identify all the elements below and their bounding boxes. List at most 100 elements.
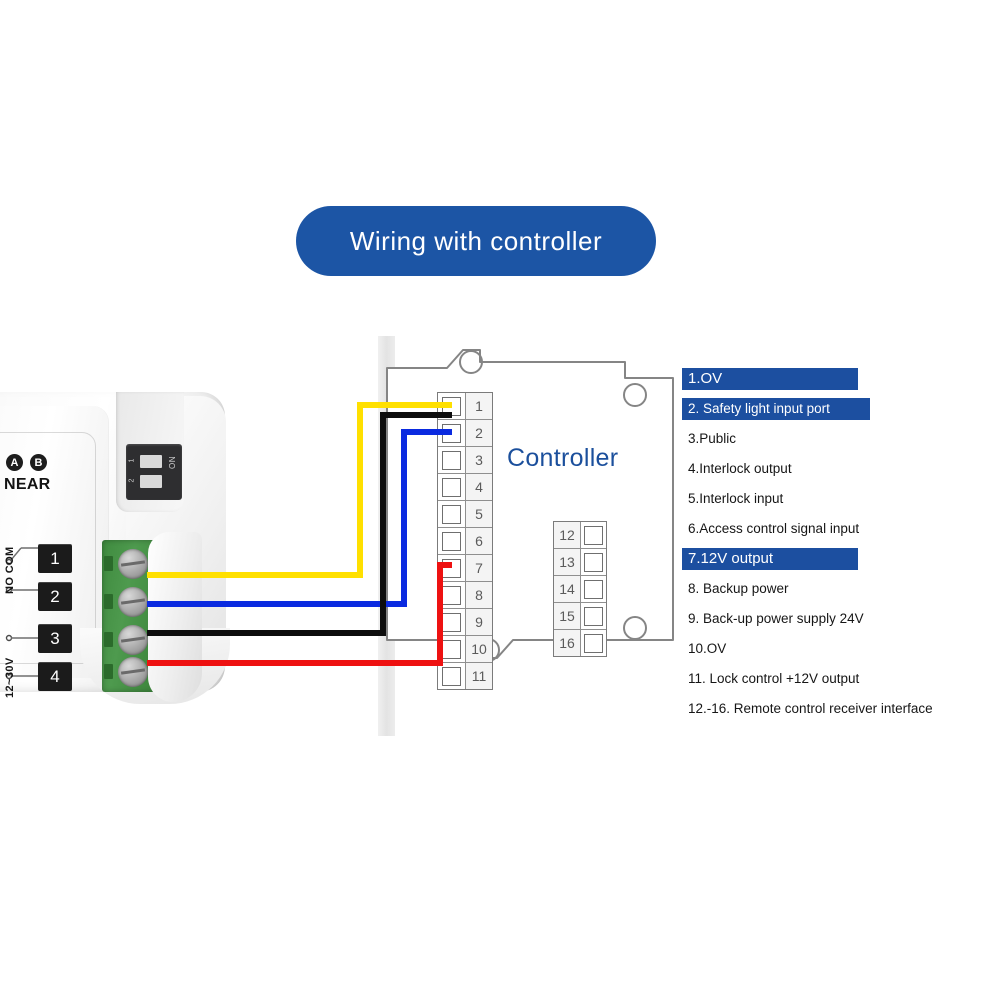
terminal-row[interactable]: 13 (554, 549, 606, 576)
terminal-socket-9[interactable] (438, 609, 466, 635)
terminal-row[interactable]: 5 (438, 501, 492, 528)
terminal-row[interactable]: 16 (554, 630, 606, 656)
mount-hole-right (623, 383, 647, 407)
terminal-socket-4[interactable] (438, 474, 466, 500)
legend-row: 1.OV (682, 368, 982, 398)
legend-row: 11. Lock control +12V output (682, 668, 982, 698)
switch-marker-b: B (30, 454, 47, 471)
screw-terminal-2[interactable] (118, 587, 148, 617)
mount-hole-bottom-right (623, 616, 647, 640)
legend-item-1: 1.OV (682, 368, 858, 390)
terminal-socket-7[interactable] (438, 555, 466, 581)
legend-row: 7.12V output (682, 548, 982, 578)
terminal-row[interactable]: 3 (438, 447, 492, 474)
legend-item-8: 8. Backup power (688, 581, 789, 596)
terminal-number-11: 11 (466, 663, 492, 689)
terminal-socket-15[interactable] (581, 603, 606, 629)
terminal-row[interactable]: 4 (438, 474, 492, 501)
screw-terminal-1[interactable] (118, 549, 148, 579)
legend-item-9: 9. Back-up power supply 24V (688, 611, 864, 626)
legend-item-11: 11. Lock control +12V output (688, 671, 860, 686)
terminal-row[interactable]: 1 (438, 393, 492, 420)
terminal-socket-11[interactable] (438, 663, 466, 689)
terminal-row[interactable]: 2 (438, 420, 492, 447)
legend-row: 8. Backup power (682, 578, 982, 608)
legend-row: 2. Safety light input port (682, 398, 982, 428)
terminal-number-10: 10 (466, 636, 492, 662)
dip-switch-block[interactable]: ON 1 2 (126, 444, 182, 500)
controller-terminal-strip-main: 1 2 3 4 5 6 7 8 9 10 11 (437, 392, 493, 690)
legend-row: 3.Public (682, 428, 982, 458)
mount-hole-top (459, 350, 483, 374)
legend-row: 6.Access control signal input (682, 518, 982, 548)
near-label: NEAR (4, 476, 51, 493)
legend-item-10: 10.OV (688, 641, 727, 656)
terminal-socket-13[interactable] (581, 549, 606, 575)
terminal-notch-2 (104, 594, 113, 609)
terminal-number-5: 5 (466, 501, 492, 527)
terminal-socket-14[interactable] (581, 576, 606, 602)
terminal-socket-8[interactable] (438, 582, 466, 608)
terminal-socket-10[interactable] (438, 636, 466, 662)
terminal-number-14: 14 (554, 576, 581, 602)
terminal-number-16: 16 (554, 630, 581, 656)
terminal-row[interactable]: 7 (438, 555, 492, 582)
sensor-pad-2[interactable]: 2 (38, 582, 72, 611)
legend-item-12: 12.-16. Remote control receiver interfac… (688, 701, 933, 716)
title-banner: Wiring with controller (296, 206, 656, 276)
terminal-number-12: 12 (554, 522, 581, 548)
switch-marker-a: A (6, 454, 23, 471)
legend-row: 10.OV (682, 638, 982, 668)
terminal-socket-5[interactable] (438, 501, 466, 527)
terminal-row[interactable]: 9 (438, 609, 492, 636)
legend-row: 12.-16. Remote control receiver interfac… (682, 698, 982, 728)
page-title: Wiring with controller (349, 225, 603, 256)
controller-label: Controller (507, 444, 619, 472)
terminal-number-7: 7 (466, 555, 492, 581)
terminal-socket-12[interactable] (581, 522, 606, 548)
legend-item-4: 4.Interlock output (688, 461, 792, 476)
screw-terminal-4[interactable] (118, 657, 148, 687)
terminal-number-2: 2 (466, 420, 492, 446)
dip-slot-2[interactable] (140, 475, 162, 488)
terminal-socket-2[interactable] (438, 420, 466, 446)
legend-item-2: 2. Safety light input port (682, 398, 870, 420)
screw-terminal-3[interactable] (118, 625, 148, 655)
legend-item-3: 3.Public (688, 431, 737, 446)
terminal-row[interactable]: 15 (554, 603, 606, 630)
dip-slot-1[interactable] (140, 455, 162, 468)
legend-row: 9. Back-up power supply 24V (682, 608, 982, 638)
terminal-row[interactable]: 14 (554, 576, 606, 603)
legend-panel: 1.OV 2. Safety light input port 3.Public… (682, 368, 982, 728)
label-no-com: NO COM (4, 546, 16, 594)
terminal-number-9: 9 (466, 609, 492, 635)
legend-item-6: 6.Access control signal input (688, 521, 860, 536)
sensor-device: ON 1 2 1 2 A B NEAR NO COM 12~30V 1 2 3 … (0, 392, 230, 712)
terminal-row[interactable]: 11 (438, 663, 492, 689)
relay-contact-diagram (5, 547, 40, 680)
terminal-number-1: 1 (466, 393, 492, 419)
sensor-pad-1[interactable]: 1 (38, 544, 72, 573)
terminal-socket-1[interactable] (438, 393, 466, 419)
terminal-socket-6[interactable] (438, 528, 466, 554)
dip-number-2: 2 (128, 478, 136, 483)
terminal-row[interactable]: 10 (438, 636, 492, 663)
terminal-number-6: 6 (466, 528, 492, 554)
terminal-socket-3[interactable] (438, 447, 466, 473)
terminal-row[interactable]: 8 (438, 582, 492, 609)
terminal-number-4: 4 (466, 474, 492, 500)
terminal-socket-16[interactable] (581, 630, 606, 656)
dip-number-1: 1 (128, 458, 136, 463)
terminal-row[interactable]: 12 (554, 522, 606, 549)
sensor-pad-3[interactable]: 3 (38, 624, 72, 653)
legend-item-5: 5.Interlock input (688, 491, 784, 506)
terminal-notch-3 (104, 632, 113, 647)
legend-item-7: 7.12V output (682, 548, 858, 570)
terminal-notch-4 (104, 664, 113, 679)
sensor-pad-4[interactable]: 4 (38, 662, 72, 691)
terminal-number-3: 3 (466, 447, 492, 473)
terminal-row[interactable]: 6 (438, 528, 492, 555)
controller-terminal-strip-secondary: 12 13 14 15 16 (553, 521, 607, 657)
terminal-number-13: 13 (554, 549, 581, 575)
terminal-number-15: 15 (554, 603, 581, 629)
